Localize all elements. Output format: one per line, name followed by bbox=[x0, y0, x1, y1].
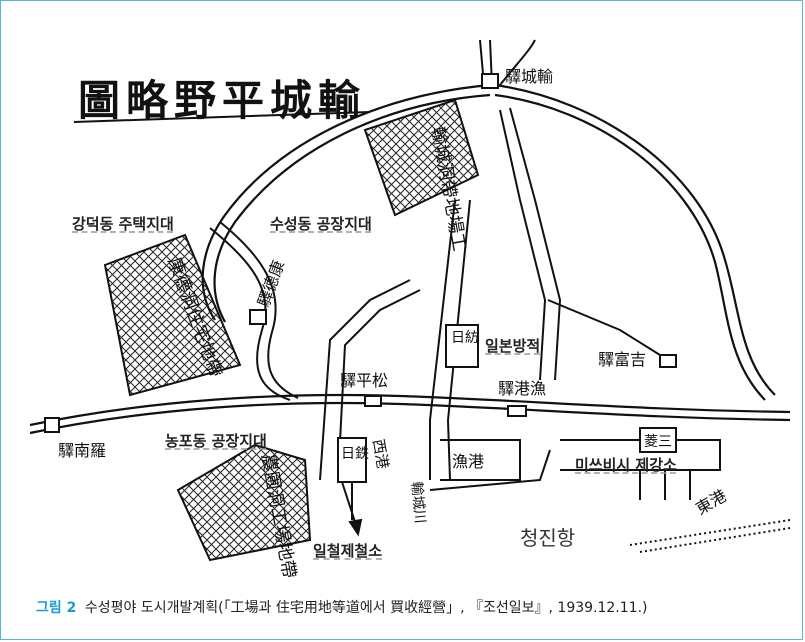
station-west-label: 驛南羅 bbox=[58, 441, 106, 460]
branch-railway bbox=[209, 221, 299, 401]
label-nongpo-industrial: 농포동 공장지대 bbox=[165, 432, 267, 450]
label-suseong-industrial: 수성동 공장지대 bbox=[270, 215, 372, 233]
fishing-port-text: 漁港 bbox=[452, 452, 484, 471]
label-nittetsu-steel: 일철제철소 bbox=[313, 542, 383, 560]
nichibo-box-text: 日紡 bbox=[451, 330, 479, 346]
gangdeok-residential-zone bbox=[103, 233, 242, 397]
station-north-label: 驛城輸 bbox=[505, 67, 553, 86]
station-east-label: 驛富吉 bbox=[598, 350, 646, 369]
city-plan-map: 圖略野平城輸 驛城輸 驛南羅 驛德康 驛平松 驛港漁 驛富吉 bbox=[29, 39, 791, 580]
suseong-industrial-zone bbox=[363, 98, 480, 217]
title-underline bbox=[73, 111, 371, 123]
mitsubishi-box-text: 菱三 bbox=[644, 434, 672, 450]
label-cheongjin-port: 청진항 bbox=[520, 526, 576, 550]
figure-number: 그림 2 bbox=[36, 600, 77, 616]
caption-text: 수성평야 도시개발계획(「工場과 住宅用地等道에서 買收經營」, 『조선일보』,… bbox=[84, 600, 648, 616]
east-port-text: 東港 bbox=[693, 486, 730, 518]
label-mitsubishi-steel: 미쓰비시 제강소 bbox=[575, 456, 677, 474]
nittetsu-arrow bbox=[341, 481, 363, 537]
factory-boxes bbox=[337, 324, 677, 483]
station-songpyeong-label: 驛平松 bbox=[340, 371, 388, 390]
nichitetsu-box-text: 日鉄 bbox=[341, 446, 369, 462]
roads bbox=[319, 107, 661, 481]
label-nippon-boseki: 일본방적 bbox=[485, 337, 541, 355]
west-port-text: 西港 bbox=[369, 438, 392, 471]
station-port-label: 驛港漁 bbox=[498, 379, 546, 398]
figure-caption: 그림 2 수성평야 도시개발계획(「工場과 住宅用地等道에서 買收經營」, 『조… bbox=[36, 597, 648, 617]
nongpo-industrial-zone bbox=[176, 443, 312, 562]
east-west-railway bbox=[29, 393, 791, 435]
river-text: 輸城川 bbox=[408, 481, 428, 524]
station-markers bbox=[44, 73, 677, 433]
label-gangdeok-residential: 강덕동 주택지대 bbox=[72, 215, 174, 233]
